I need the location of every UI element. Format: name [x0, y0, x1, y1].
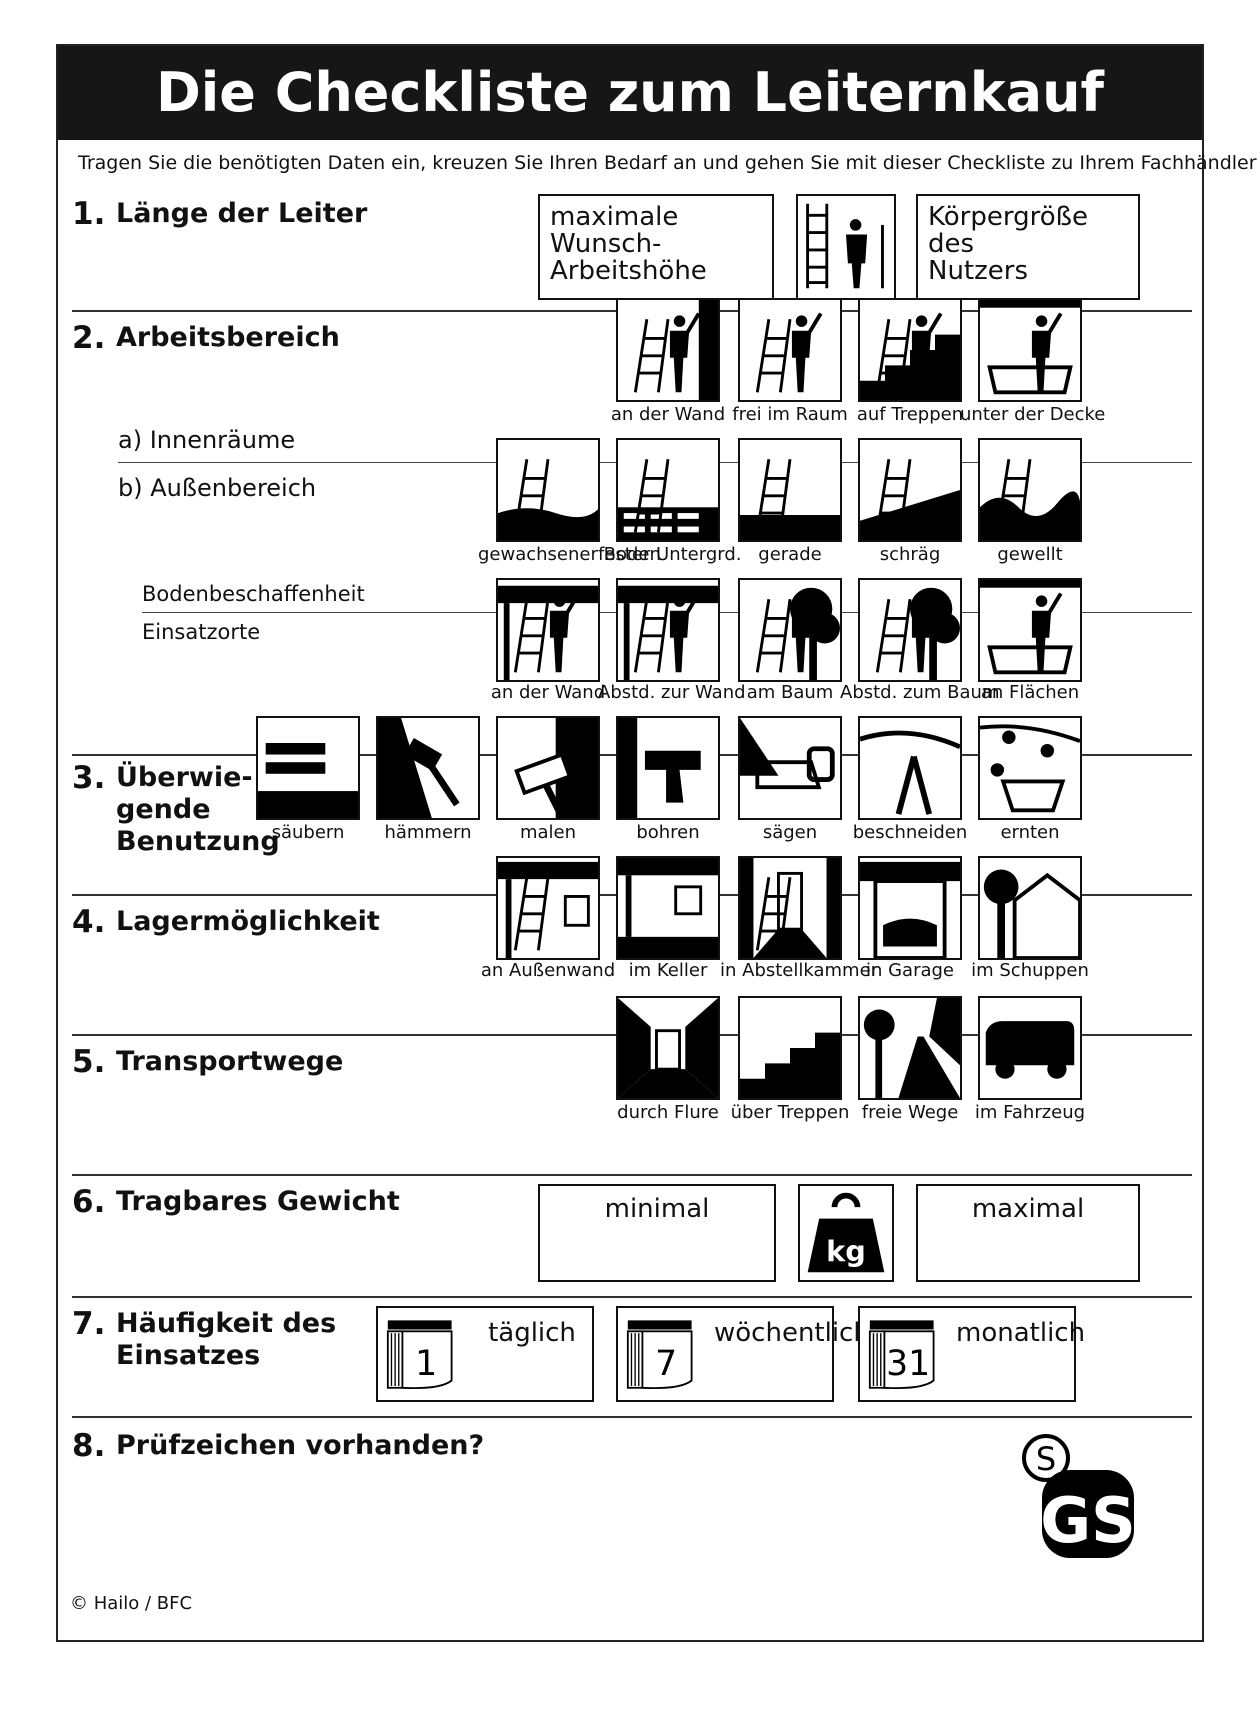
indoor-stairs-option-caption: auf Treppen	[856, 404, 964, 425]
gs-seal-icon: S GS	[1018, 1430, 1136, 1560]
use-drilling-option-caption: bohren	[636, 822, 700, 843]
storage-cellar-option-caption: im Keller	[628, 960, 708, 981]
ground-solid-option[interactable]	[616, 438, 720, 542]
instructions: Tragen Sie die benötigten Daten ein, kre…	[78, 152, 1257, 174]
location-surfaces-option-caption: an Flächen	[980, 682, 1080, 703]
ground-solid-option-caption: fester Untergrd.	[598, 544, 742, 565]
use-harvesting-option[interactable]	[978, 716, 1082, 820]
location-surfaces-option[interactable]	[978, 578, 1082, 682]
svg-text:7: 7	[655, 1344, 677, 1384]
location-tree-distance-option-caption: Abstd. zum Baum	[840, 682, 1000, 703]
storage-garage-option-caption: in Garage	[865, 960, 955, 981]
use-painting-option-caption: malen	[519, 822, 577, 843]
storage-shed-option-caption: im Schuppen	[971, 960, 1089, 981]
checklist-sheet: Die Checkliste zum Leiternkauf Tragen Si…	[56, 44, 1257, 1642]
svg-text:31: 31	[886, 1344, 930, 1384]
storage-outer-wall-option[interactable]	[496, 856, 600, 960]
location-wall-option-caption: an der Wand	[490, 682, 606, 703]
location-tree-option-caption: am Baum	[746, 682, 834, 703]
section-7-heading: 7.Häufigkeit des Einsatzes	[72, 1306, 337, 1371]
indoor-free-room-option[interactable]	[738, 298, 842, 402]
storage-garage-option[interactable]	[858, 856, 962, 960]
use-drilling-option[interactable]	[616, 716, 720, 820]
frequency-label: täglich	[488, 1318, 576, 1348]
use-sawing-option[interactable]	[738, 716, 842, 820]
page-title: Die Checkliste zum Leiternkauf	[58, 46, 1202, 140]
frequency-label: wöchentlich	[714, 1318, 870, 1348]
section-8-heading: 8.Prüfzeichen vorhanden?	[72, 1428, 485, 1464]
use-pruning-option[interactable]	[858, 716, 962, 820]
ground-label: Bodenbeschaffenheit	[142, 582, 365, 606]
section-4-heading: 4.Lagermöglichkeit	[72, 904, 380, 940]
transport-vehicle-option-caption: im Fahrzeug	[974, 1102, 1086, 1123]
frequency-option-0[interactable]: 1 täglich	[376, 1306, 594, 1402]
locations-label: Einsatzorte	[142, 620, 261, 644]
use-harvesting-option-caption: ernten	[1000, 822, 1060, 843]
location-wall-distance-option-caption: Abstd. zur Wand	[598, 682, 746, 703]
storage-outer-wall-option-caption: an Außenwand	[480, 960, 616, 981]
transport-vehicle-option[interactable]	[978, 996, 1082, 1100]
svg-text:1: 1	[415, 1344, 437, 1384]
use-hammering-option-caption: hämmern	[384, 822, 472, 843]
max-weight-field[interactable]: maximal	[916, 1184, 1140, 1282]
indoor-ceiling-option-caption: unter der Decke	[960, 404, 1106, 425]
storage-shed-option[interactable]	[978, 856, 1082, 960]
location-tree-option[interactable]	[738, 578, 842, 682]
indoor-label: a) Innenräume	[118, 426, 296, 454]
storage-closet-option[interactable]	[738, 856, 842, 960]
indoor-wall-option[interactable]	[616, 298, 720, 402]
transport-open-path-option-caption: freie Wege	[861, 1102, 959, 1123]
section-2-heading: 2.Arbeitsbereich	[72, 320, 340, 356]
svg-text:GS: GS	[1040, 1484, 1136, 1557]
transport-corridor-option-caption: durch Flure	[617, 1102, 719, 1123]
min-weight-field[interactable]: minimal	[538, 1184, 776, 1282]
frequency-label: monatlich	[956, 1318, 1086, 1348]
svg-text:kg: kg	[826, 1234, 866, 1268]
ground-uneven-option-caption: gewellt	[997, 544, 1063, 565]
use-sawing-option-caption: sägen	[762, 822, 818, 843]
ladder-height-icon	[796, 194, 896, 300]
ground-uneven-option[interactable]	[978, 438, 1082, 542]
location-wall-distance-option[interactable]	[616, 578, 720, 682]
transport-stairs-option[interactable]	[738, 996, 842, 1100]
indoor-stairs-option[interactable]	[858, 298, 962, 402]
use-cleaning-option[interactable]	[256, 716, 360, 820]
frequency-option-2[interactable]: 31 monatlich	[858, 1306, 1086, 1402]
storage-closet-option-caption: in Abstellkammer	[720, 960, 879, 981]
copyright: © Hailo / BFC	[70, 1593, 193, 1614]
use-painting-option[interactable]	[496, 716, 600, 820]
weight-icon: kg	[798, 1184, 894, 1282]
use-cleaning-option-caption: säubern	[271, 822, 345, 843]
indoor-ceiling-option[interactable]	[978, 298, 1082, 402]
transport-open-path-option[interactable]	[858, 996, 962, 1100]
use-hammering-option[interactable]	[376, 716, 480, 820]
section-1-heading: 1.Länge der Leiter	[72, 196, 368, 232]
user-height-field[interactable]: Körpergröße des Nutzers	[916, 194, 1140, 300]
transport-corridor-option[interactable]	[616, 996, 720, 1100]
location-tree-distance-option[interactable]	[858, 578, 962, 682]
transport-stairs-option-caption: über Treppen	[730, 1102, 850, 1123]
calendar-icon: 7	[626, 1320, 693, 1389]
ground-natural-option-caption: gewachsener Boden	[478, 544, 661, 565]
ground-natural-option[interactable]	[496, 438, 600, 542]
calendar-icon: 31	[868, 1320, 935, 1389]
section-3-heading: 3.Überwie- gende Benutzung	[72, 760, 280, 857]
max-working-height-field[interactable]: maximale Wunsch- Arbeitshöhe	[538, 194, 774, 300]
calendar-icon: 1	[386, 1320, 453, 1389]
indoor-free-room-option-caption: frei im Raum	[732, 404, 848, 425]
section-5-heading: 5.Transportwege	[72, 1044, 344, 1080]
frequency-option-1[interactable]: 7 wöchentlich	[616, 1306, 870, 1402]
ground-even-option-caption: gerade	[758, 544, 822, 565]
ground-even-option[interactable]	[738, 438, 842, 542]
location-wall-option[interactable]	[496, 578, 600, 682]
indoor-wall-option-caption: an der Wand	[610, 404, 726, 425]
svg-text:S: S	[1036, 1440, 1056, 1478]
use-pruning-option-caption: beschneiden	[852, 822, 968, 843]
storage-cellar-option[interactable]	[616, 856, 720, 960]
ground-sloped-option-caption: schräg	[879, 544, 941, 565]
outdoor-label: b) Außenbereich	[118, 474, 317, 502]
ground-sloped-option[interactable]	[858, 438, 962, 542]
section-6-heading: 6.Tragbares Gewicht	[72, 1184, 400, 1220]
